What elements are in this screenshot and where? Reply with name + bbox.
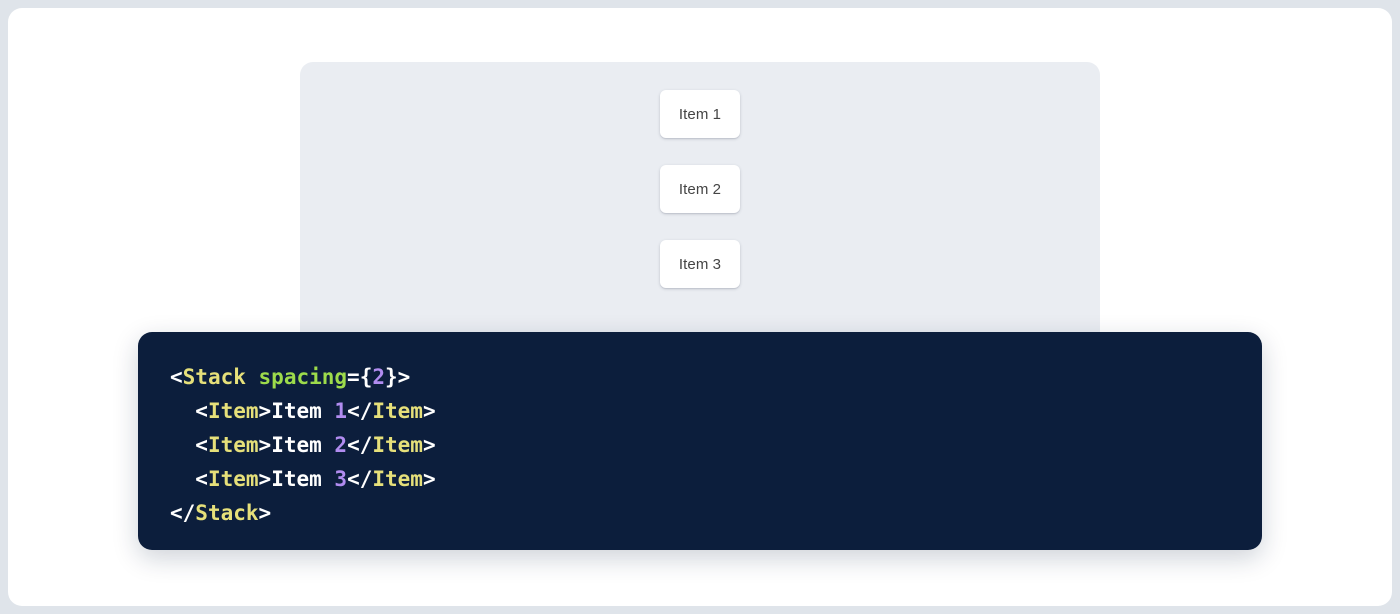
code-token-num: 3 [334,467,348,491]
code-token-attr: spacing [258,365,348,389]
component-preview-panel: Item 1 Item 2 Item 3 [300,62,1100,352]
code-token-tag: Item [372,399,423,423]
code-token-text: Item [271,433,335,457]
code-token-punct: </ [347,433,373,457]
stack-item-label: Item 3 [678,255,722,273]
code-token-punct: < [195,433,208,457]
code-token-punct: > [258,467,272,491]
code-token-punct: < [170,365,183,389]
code-token-punct: </ [170,501,196,525]
code-token-tag: Stack [182,365,246,389]
code-token-tag: Item [207,467,259,491]
code-snippet-block: <Stack spacing={2}> <Item>Item 1</Item> … [138,332,1262,550]
code-snippet-text: <Stack spacing={2}> <Item>Item 1</Item> … [170,360,1262,530]
stack-item[interactable]: Item 3 [660,240,740,288]
code-token-tag: Item [372,433,423,457]
stack-item[interactable]: Item 2 [660,165,740,213]
code-token-punct: }> [385,365,411,389]
code-token-punct: < [195,399,208,423]
code-token-punct: > [258,501,272,525]
code-token-num: 2 [334,433,348,457]
code-token-punct: </ [347,467,373,491]
code-token-punct: < [195,467,208,491]
code-token-text: Item [271,399,335,423]
code-token-punct: > [422,433,436,457]
code-token-num: 2 [372,365,385,389]
code-token-punct: > [422,467,436,491]
code-token-tag: Item [207,433,259,457]
stack-item-label: Item 2 [678,180,722,198]
stack-container: Item 1 Item 2 Item 3 [300,62,1100,288]
code-token-punct: </ [347,399,373,423]
code-token-punct: > [258,433,272,457]
stack-item[interactable]: Item 1 [660,90,740,138]
code-token-text: Item [271,467,335,491]
code-token-punct: ={ [347,365,373,389]
code-token-num: 1 [334,399,348,423]
code-token-punct: > [422,399,436,423]
code-token-tag: Item [207,399,259,423]
code-token-text [246,365,259,389]
code-token-tag: Item [372,467,423,491]
code-token-tag: Stack [195,501,259,525]
stack-item-label: Item 1 [678,105,722,123]
code-token-punct: > [258,399,272,423]
